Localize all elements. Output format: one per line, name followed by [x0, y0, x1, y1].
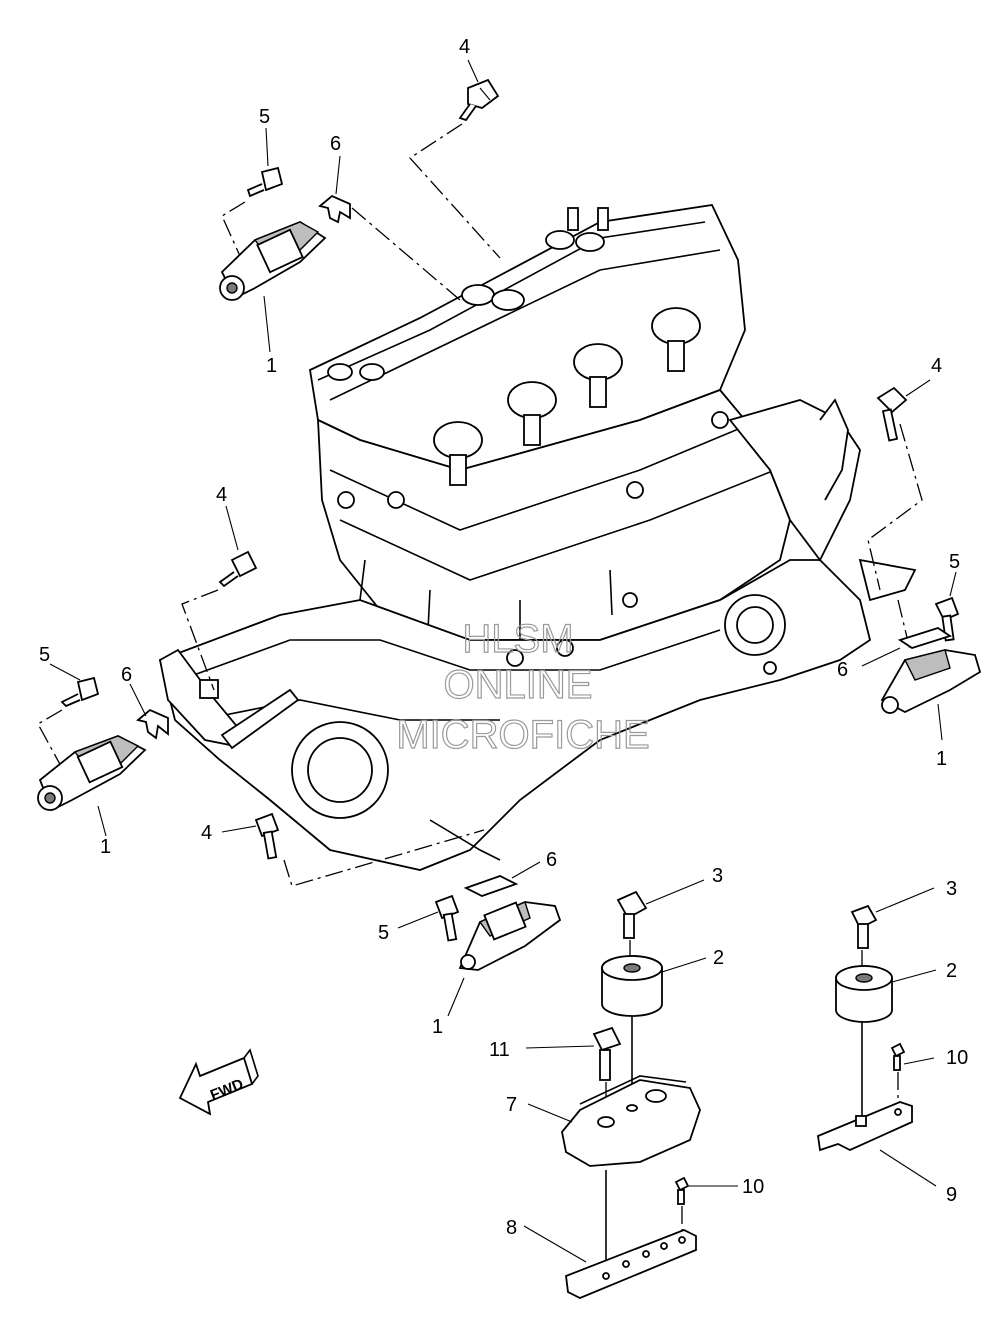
- bolt-5-right[interactable]: [934, 596, 960, 642]
- bolt-4-mid[interactable]: [218, 550, 258, 588]
- bolt-5-lower[interactable]: [434, 894, 460, 942]
- callout-2: 2: [713, 947, 724, 969]
- spark-plug-caps: [433, 307, 701, 486]
- rivet-10-b[interactable]: [674, 1176, 690, 1205]
- bolt-3-b[interactable]: [850, 904, 878, 949]
- bolt-4-right[interactable]: [876, 386, 908, 442]
- callout-8: 8: [506, 1217, 517, 1239]
- callout-5: 5: [259, 106, 270, 128]
- callout-7: 7: [506, 1094, 517, 1116]
- engine-mount-1-left[interactable]: [37, 735, 147, 812]
- shim-6-top[interactable]: [318, 194, 351, 224]
- bracket-9[interactable]: [817, 1101, 913, 1152]
- callout-1: 1: [432, 1016, 443, 1038]
- callout-10: 10: [742, 1176, 764, 1198]
- callout-9: 9: [946, 1184, 957, 1206]
- callout-numbers: 4 5 6 1 4 5 6 1 4 5 6 1 4 6 5 1 3 2 3 2 …: [39, 36, 968, 1239]
- callout-5: 5: [39, 644, 50, 666]
- watermark-line3: MICROFICHE: [396, 713, 649, 757]
- callout-4: 4: [931, 355, 942, 377]
- engine-block-illustration: [158, 204, 917, 871]
- callout-6: 6: [330, 133, 341, 155]
- callout-1: 1: [100, 836, 111, 858]
- callout-4: 4: [216, 484, 227, 506]
- engine-mount-1-lower[interactable]: [458, 901, 562, 971]
- rubber-damper-2-b[interactable]: [835, 965, 893, 1023]
- rivet-10-a[interactable]: [890, 1042, 906, 1071]
- bolt-11[interactable]: [592, 1026, 622, 1081]
- shim-6-lower[interactable]: [463, 875, 519, 897]
- mount-plate-7[interactable]: [561, 1075, 701, 1167]
- callout-1: 1: [266, 355, 277, 377]
- watermark: HLSM ONLINE MICROFICHE: [396, 616, 651, 757]
- callout-2: 2: [946, 960, 957, 982]
- bolt-3-a[interactable]: [616, 890, 648, 939]
- callout-5: 5: [949, 551, 960, 573]
- fwd-arrow-icon: FWD: [178, 1048, 259, 1116]
- callout-3: 3: [946, 878, 957, 900]
- bolt-4-lower[interactable]: [254, 812, 280, 860]
- rubber-damper-2-a[interactable]: [601, 955, 663, 1017]
- callout-3: 3: [712, 865, 723, 887]
- callout-6: 6: [837, 659, 848, 681]
- bolt-5-top[interactable]: [246, 166, 284, 198]
- callout-6: 6: [546, 849, 557, 871]
- callout-4: 4: [459, 36, 470, 58]
- bolt-4-top[interactable]: [458, 78, 500, 122]
- watermark-line1: HLSM: [462, 617, 573, 661]
- callout-4: 4: [201, 822, 212, 844]
- shim-6-right[interactable]: [897, 627, 953, 649]
- callout-10: 10: [946, 1047, 968, 1069]
- callout-6: 6: [121, 664, 132, 686]
- callout-11: 11: [489, 1039, 510, 1061]
- engine-mount-1-top[interactable]: [219, 220, 327, 301]
- callout-1: 1: [936, 748, 947, 770]
- engine-mount-1-right[interactable]: [880, 649, 982, 714]
- callout-5: 5: [378, 922, 389, 944]
- bolt-5-left[interactable]: [60, 676, 100, 708]
- bracket-8[interactable]: [565, 1229, 697, 1299]
- shim-6-left[interactable]: [136, 708, 169, 740]
- watermark-line2: ONLINE: [444, 663, 593, 707]
